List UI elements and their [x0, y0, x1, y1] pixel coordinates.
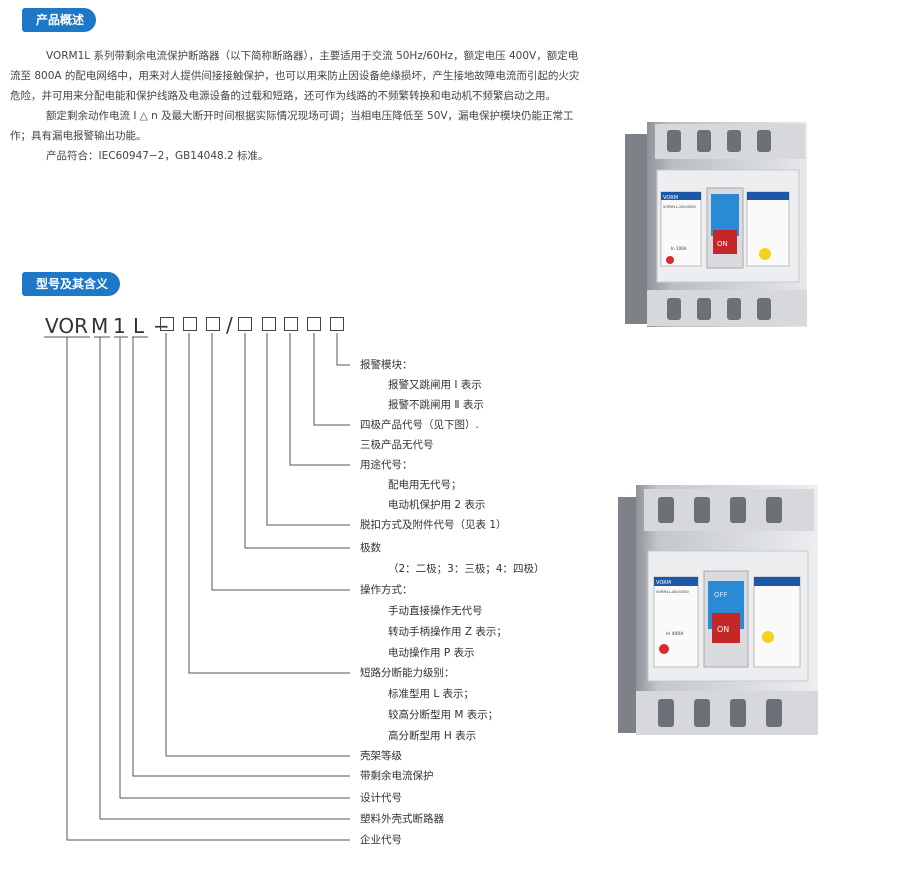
label-alarm-2: 报警不跳闸用 Ⅱ 表示 — [388, 399, 484, 411]
product2-handle-label: ON — [717, 625, 729, 634]
model-slash: / — [226, 313, 233, 337]
label-residual: 带剩余电流保护 — [360, 770, 434, 782]
model-box-four-pole — [307, 317, 321, 331]
model-part-dash: − — [153, 314, 170, 338]
overview-paragraph-3: 产品符合：IEC60947−2，GB14048.2 标准。 — [46, 150, 269, 162]
model-box-release — [262, 317, 276, 331]
product-image-3pole: VORM VORM1L-100/4300 In 100A ON — [625, 122, 807, 327]
model-part-1: 1 — [113, 314, 126, 338]
model-box-frame — [160, 317, 174, 331]
model-box-alarm — [330, 317, 344, 331]
label-usage-2: 电动机保护用 2 表示 — [388, 499, 486, 511]
product1-rating-label: In 100A — [671, 246, 687, 251]
section-title-overview: 产品概述 — [22, 8, 97, 32]
model-part-l: L — [133, 314, 145, 338]
label-breaking-1: 标准型用 L 表示； — [388, 688, 475, 700]
label-operation-1: 手动直接操作无代号 — [388, 605, 483, 617]
label-operation-3: 电动操作用 P 表示 — [388, 647, 475, 659]
model-part-m: M — [91, 314, 109, 338]
label-poles-detail: （2：二极；3：三极；4：四极） — [388, 563, 545, 575]
label-design: 设计代号 — [360, 792, 402, 804]
label-breaking-2: 较高分断型用 M 表示； — [388, 709, 499, 721]
product2-rating-label: In 400A — [666, 631, 684, 637]
model-box-usage — [284, 317, 298, 331]
label-alarm: 报警模块： — [360, 359, 413, 371]
label-operation-2: 转动手柄操作用 Z 表示； — [388, 626, 507, 638]
label-poles: 极数 — [360, 542, 381, 554]
label-release: 脱扣方式及附件代号（见表 1） — [360, 519, 507, 531]
model-box-poles — [238, 317, 252, 331]
product1-handle-label: ON — [717, 240, 728, 248]
product-image-4pole: VORM VORM1L-400/4300 In 400A OFF ON — [618, 485, 818, 735]
product2-handle-top-label: OFF — [714, 591, 728, 599]
product1-brand-label: VORM — [663, 195, 678, 201]
model-box-breaking — [183, 317, 197, 331]
section-title-model-meaning: 型号及其含义 — [22, 272, 121, 296]
overview-paragraph-2: 额定剩余动作电流 I △ n 及最大断开时间根据实际情况现场可调；当相电压降低至… — [10, 110, 574, 142]
overview-text: VORM1L 系列带剩余电流保护断路器（以下简称断路器），主要适用于交流 50H… — [10, 46, 580, 166]
label-mccb: 塑料外壳式断路器 — [360, 813, 444, 825]
product2-model-label: VORM1L-400/4300 — [656, 590, 689, 594]
model-part-vor: VOR — [45, 314, 88, 338]
label-breaking: 短路分断能力级别： — [360, 667, 455, 679]
product2-brand-label: VORM — [656, 580, 671, 586]
label-alarm-1: 报警又跳闸用 Ⅰ 表示 — [388, 379, 482, 391]
label-usage-1: 配电用无代号； — [388, 479, 462, 491]
label-four-pole: 四极产品代号（见下图）. — [360, 419, 479, 431]
label-three-pole: 三极产品无代号 — [360, 439, 434, 451]
model-box-operation — [206, 317, 220, 331]
product1-model-label: VORM1L-100/4300 — [663, 205, 696, 209]
label-breaking-3: 高分断型用 H 表示 — [388, 730, 477, 742]
overview-paragraph-1: VORM1L 系列带剩余电流保护断路器（以下简称断路器），主要适用于交流 50H… — [10, 50, 580, 102]
label-frame: 壳架等级 — [360, 750, 402, 762]
label-usage: 用途代号： — [360, 459, 413, 471]
label-company: 企业代号 — [360, 834, 402, 846]
label-operation: 操作方式： — [360, 584, 413, 596]
